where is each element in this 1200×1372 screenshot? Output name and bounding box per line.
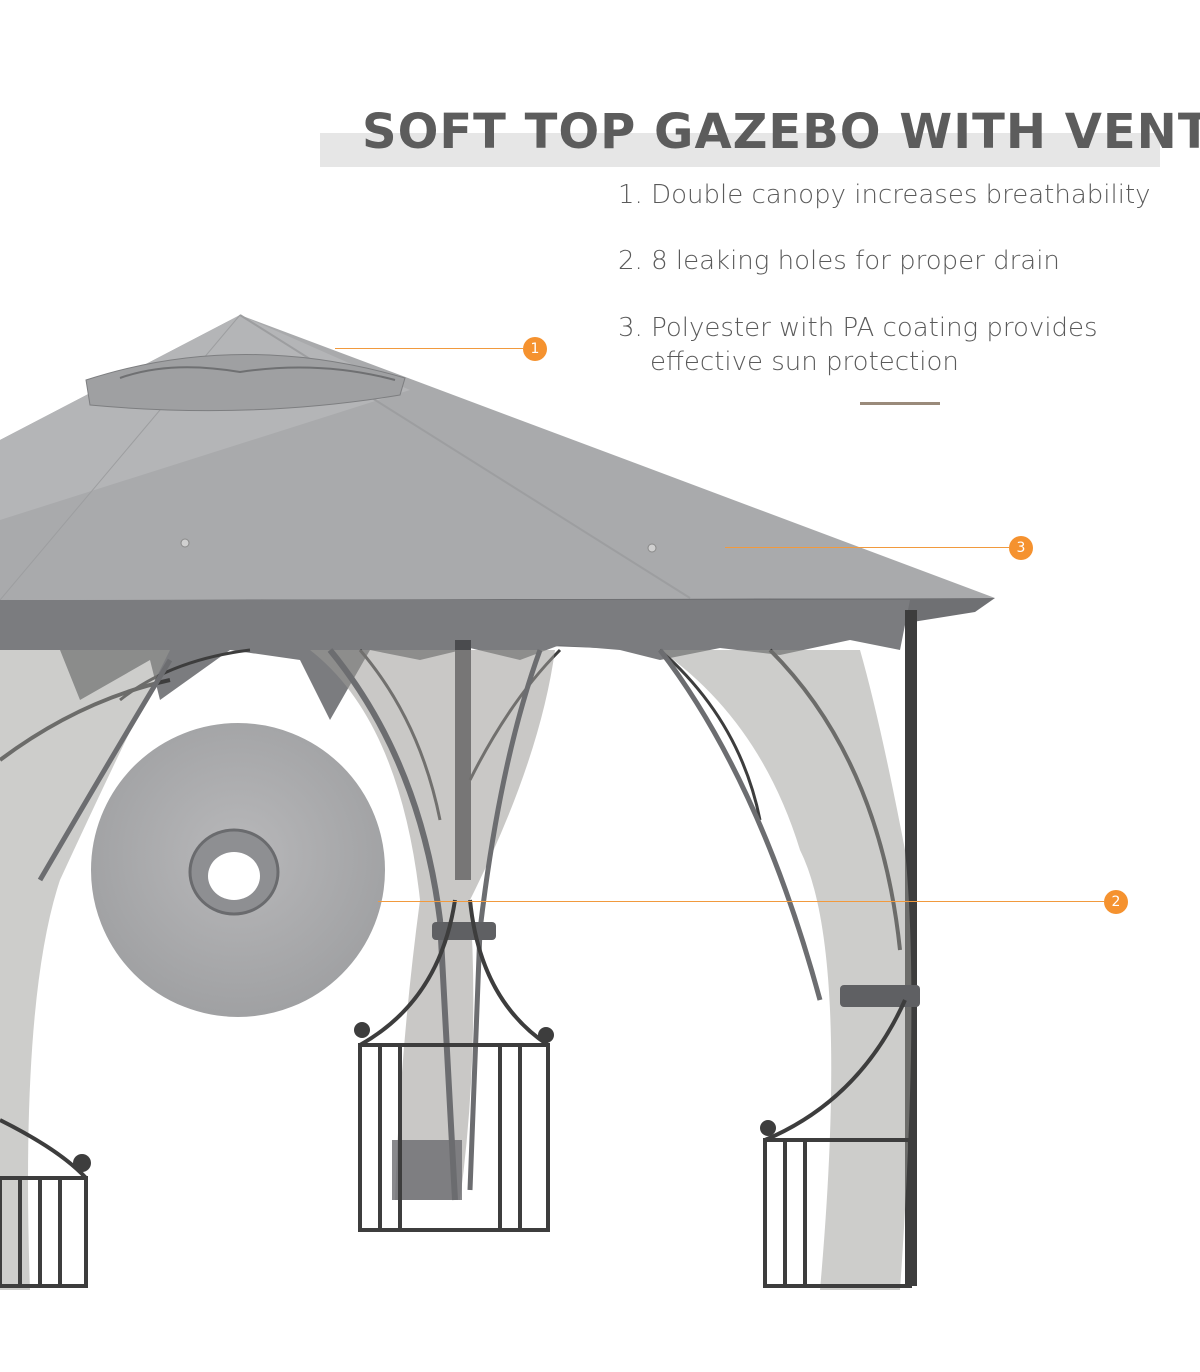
feature-3-text: 3. Polyester with PA coating provides (618, 313, 1098, 343)
drain-hole-icon (647, 543, 657, 553)
callout-badge-1: 1 (523, 337, 547, 361)
feature-2: 2. 8 leaking holes for proper drain (618, 244, 1178, 278)
callout-badge-3: 3 (1009, 536, 1033, 560)
mesh-curtain (660, 650, 912, 1290)
fence-panel (358, 899, 550, 1232)
fence-panel (763, 999, 912, 1288)
grommet-zoom-detail (82, 714, 394, 1026)
feature-1: 1. Double canopy increases breathability (618, 178, 1178, 212)
callout-line-1 (335, 348, 523, 349)
feature-1-text: 1. Double canopy increases breathability (618, 180, 1151, 210)
feature-3-text-continued: effective sun protection (650, 347, 959, 377)
title-underline-bar (320, 133, 1160, 167)
callout-badge-2: 2 (1104, 890, 1128, 914)
callout-line-3 (725, 547, 1009, 548)
feature-2-text: 2. 8 leaking holes for proper drain (618, 246, 1060, 276)
callout-line-2 (378, 901, 1104, 902)
drain-hole-icon (180, 538, 190, 548)
fence-panel (0, 1118, 88, 1288)
feature-3: 3. Polyester with PA coating provides ef… (618, 311, 1178, 379)
section-divider (860, 402, 940, 405)
mesh-curtain (0, 650, 170, 1290)
page-title: SOFT TOP GAZEBO WITH VENT (362, 104, 1200, 160)
